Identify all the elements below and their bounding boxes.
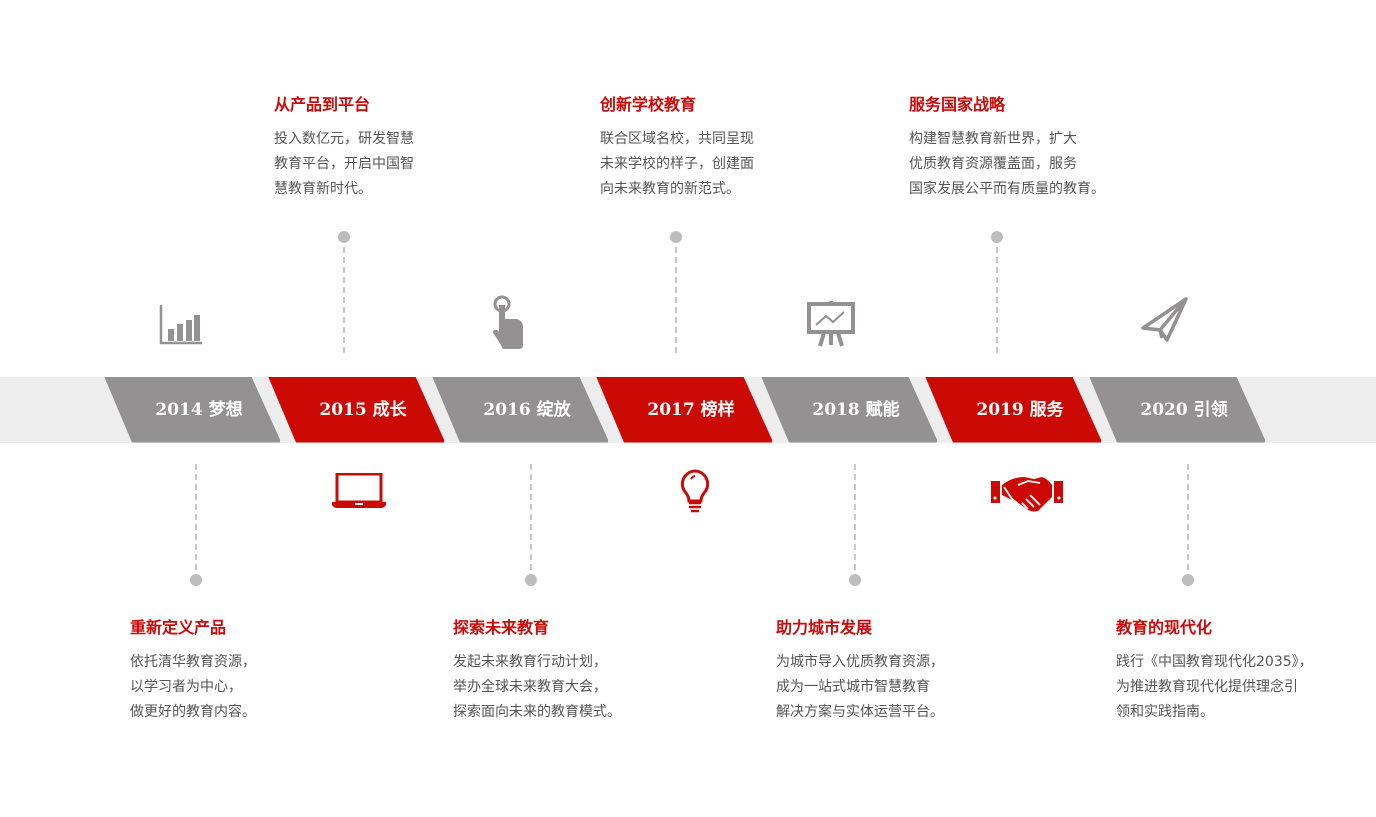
milestone-text-line: 成为一站式城市智慧教育 <box>776 679 930 695</box>
milestone-2019: 服务国家战略 构建智慧教育新世界，扩大 优质教育资源覆盖面，服务 国家发展公平而… <box>909 95 1169 202</box>
milestone-text-line: 践行《中国教育现代化2035》， <box>1116 654 1313 670</box>
connector-line <box>343 247 345 353</box>
milestone-title: 创新学校教育 <box>600 95 697 114</box>
milestone-text-line: 解决方案与实体运营平台。 <box>776 704 944 720</box>
milestone-text-line: 为推进教育现代化提供理念引 <box>1116 679 1298 695</box>
timeline-tab-2018[interactable]: 2018 赋能 <box>761 377 937 443</box>
connector-dot <box>525 574 537 586</box>
tab-label: 2017 榜样 <box>647 400 735 420</box>
milestone-title: 重新定义产品 <box>130 618 227 637</box>
connector-line <box>195 464 197 570</box>
milestone-text-line: 慧教育新时代。 <box>274 181 372 197</box>
connector-dot <box>1182 574 1194 586</box>
timeline-tab-2015[interactable]: 2015 成长 <box>268 377 444 443</box>
connector-dot <box>849 574 861 586</box>
milestone-text-line: 做更好的教育内容。 <box>130 704 256 720</box>
handshake-icon <box>991 477 1063 512</box>
connector-line <box>854 464 856 570</box>
milestone-text-line: 领和实践指南。 <box>1116 704 1214 720</box>
timeline-tab-2019[interactable]: 2019 服务 <box>925 377 1101 443</box>
laptop-icon <box>332 473 386 508</box>
connector-line <box>530 464 532 570</box>
milestone-text-line: 向未来教育的新范式。 <box>600 181 740 197</box>
timeline-tab-2020[interactable]: 2020 引领 <box>1089 377 1265 443</box>
milestone-2015: 从产品到平台 投入数亿元，研发智慧 教育平台，开启中国智 慧教育新时代。 <box>274 95 514 202</box>
milestone-title: 教育的现代化 <box>1116 618 1213 637</box>
milestone-text-line: 构建智慧教育新世界，扩大 <box>909 131 1077 147</box>
milestone-title: 探索未来教育 <box>453 618 550 637</box>
timeline-tab-2017[interactable]: 2017 榜样 <box>596 377 772 443</box>
connector-line <box>996 247 998 353</box>
milestone-text-line: 依托清华教育资源， <box>130 654 256 670</box>
tab-label: 2015 成长 <box>319 400 407 420</box>
milestone-text-line: 国家发展公平而有质量的教育。 <box>909 181 1105 197</box>
milestone-text-line: 联合区域名校，共同呈现 <box>600 131 754 147</box>
connector-line <box>675 247 677 353</box>
timeline-tab-2014[interactable]: 2014 梦想 <box>104 377 280 443</box>
milestone-2020: 教育的现代化 践行《中国教育现代化2035》， 为推进教育现代化提供理念引 领和… <box>1116 618 1366 725</box>
connector-line <box>1187 464 1189 570</box>
tab-label: 2014 梦想 <box>155 400 243 420</box>
milestone-2016: 探索未来教育 发起未来教育行动计划， 举办全球未来教育大会， 探索面向未来的教育… <box>453 618 693 725</box>
connector-dot <box>190 574 202 586</box>
connector-dot <box>991 231 1003 243</box>
milestone-text-line: 投入数亿元，研发智慧 <box>274 131 414 147</box>
milestone-2014: 重新定义产品 依托清华教育资源， 以学习者为中心， 做更好的教育内容。 <box>130 618 370 725</box>
milestone-text-line: 教育平台，开启中国智 <box>274 156 414 172</box>
milestone-text-line: 未来学校的样子，创建面 <box>600 156 754 172</box>
milestone-text-line: 举办全球未来教育大会， <box>453 679 607 695</box>
milestone-2018: 助力城市发展 为城市导入优质教育资源， 成为一站式城市智慧教育 解决方案与实体运… <box>776 618 1016 725</box>
milestone-2017: 创新学校教育 联合区域名校，共同呈现 未来学校的样子，创建面 向未来教育的新范式… <box>600 95 840 202</box>
paper-plane-icon <box>1141 297 1188 342</box>
milestone-text-line: 为城市导入优质教育资源， <box>776 654 944 670</box>
tab-label: 2016 绽放 <box>483 400 571 420</box>
bar-chart-icon <box>159 305 202 345</box>
connector-dot <box>338 231 350 243</box>
lightbulb-icon <box>680 469 710 513</box>
milestone-title: 服务国家战略 <box>909 95 1006 114</box>
milestone-text-line: 探索面向未来的教育模式。 <box>453 704 621 720</box>
pointer-hand-icon <box>493 295 523 349</box>
milestone-text-line: 发起未来教育行动计划， <box>453 654 607 670</box>
timeline-tab-2016[interactable]: 2016 绽放 <box>432 377 608 443</box>
connector-dot <box>670 231 682 243</box>
tab-label: 2018 赋能 <box>812 400 900 420</box>
milestone-text-line: 以学习者为中心， <box>130 679 242 695</box>
milestone-title: 从产品到平台 <box>274 95 371 114</box>
tab-label: 2020 引领 <box>1140 400 1228 420</box>
tab-label: 2019 服务 <box>976 400 1064 420</box>
milestone-text-line: 优质教育资源覆盖面，服务 <box>909 156 1077 172</box>
presentation-board-icon <box>807 301 855 347</box>
milestone-title: 助力城市发展 <box>776 618 873 637</box>
